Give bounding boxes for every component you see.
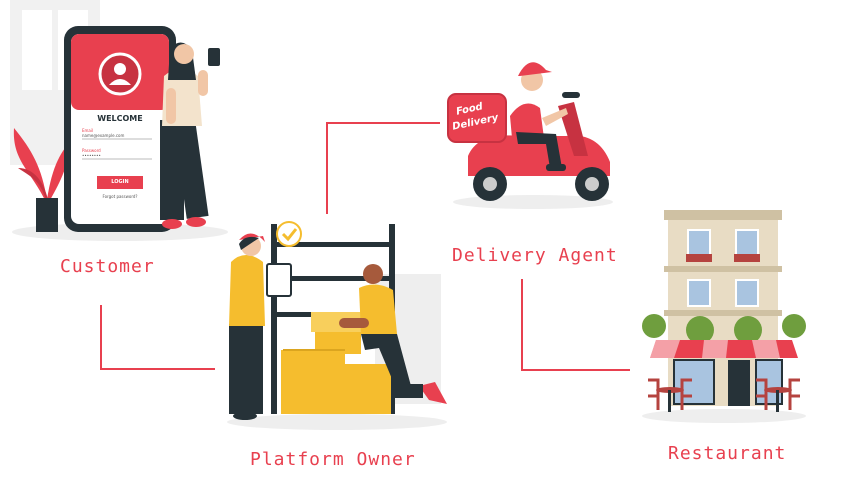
platform-owner-label: Platform Owner [250, 449, 416, 470]
delivery-agent-illustration [447, 62, 613, 209]
customer-label: Customer [60, 256, 155, 277]
phone-password-label: Password [82, 148, 101, 153]
connector-customer-owner [100, 305, 215, 370]
connector-delivery-restaurant [521, 279, 630, 371]
restaurant-label: Restaurant [668, 443, 787, 464]
platform-owner-illustration [227, 221, 447, 430]
connector-owner-delivery [326, 122, 440, 214]
phone-email-label: Email [82, 128, 94, 133]
phone-welcome-title: WELCOME [97, 114, 143, 123]
restaurant-illustration [642, 210, 806, 423]
customer-illustration [10, 0, 228, 241]
delivery-agent-label: Delivery Agent [452, 245, 618, 266]
phone-password-field[interactable]: •••••••• [82, 153, 101, 158]
phone-login-button[interactable]: LOGIN [111, 179, 129, 185]
phone-forgot-link[interactable]: Forgot password? [102, 194, 138, 199]
phone-email-field[interactable]: name@example.com [82, 133, 125, 138]
